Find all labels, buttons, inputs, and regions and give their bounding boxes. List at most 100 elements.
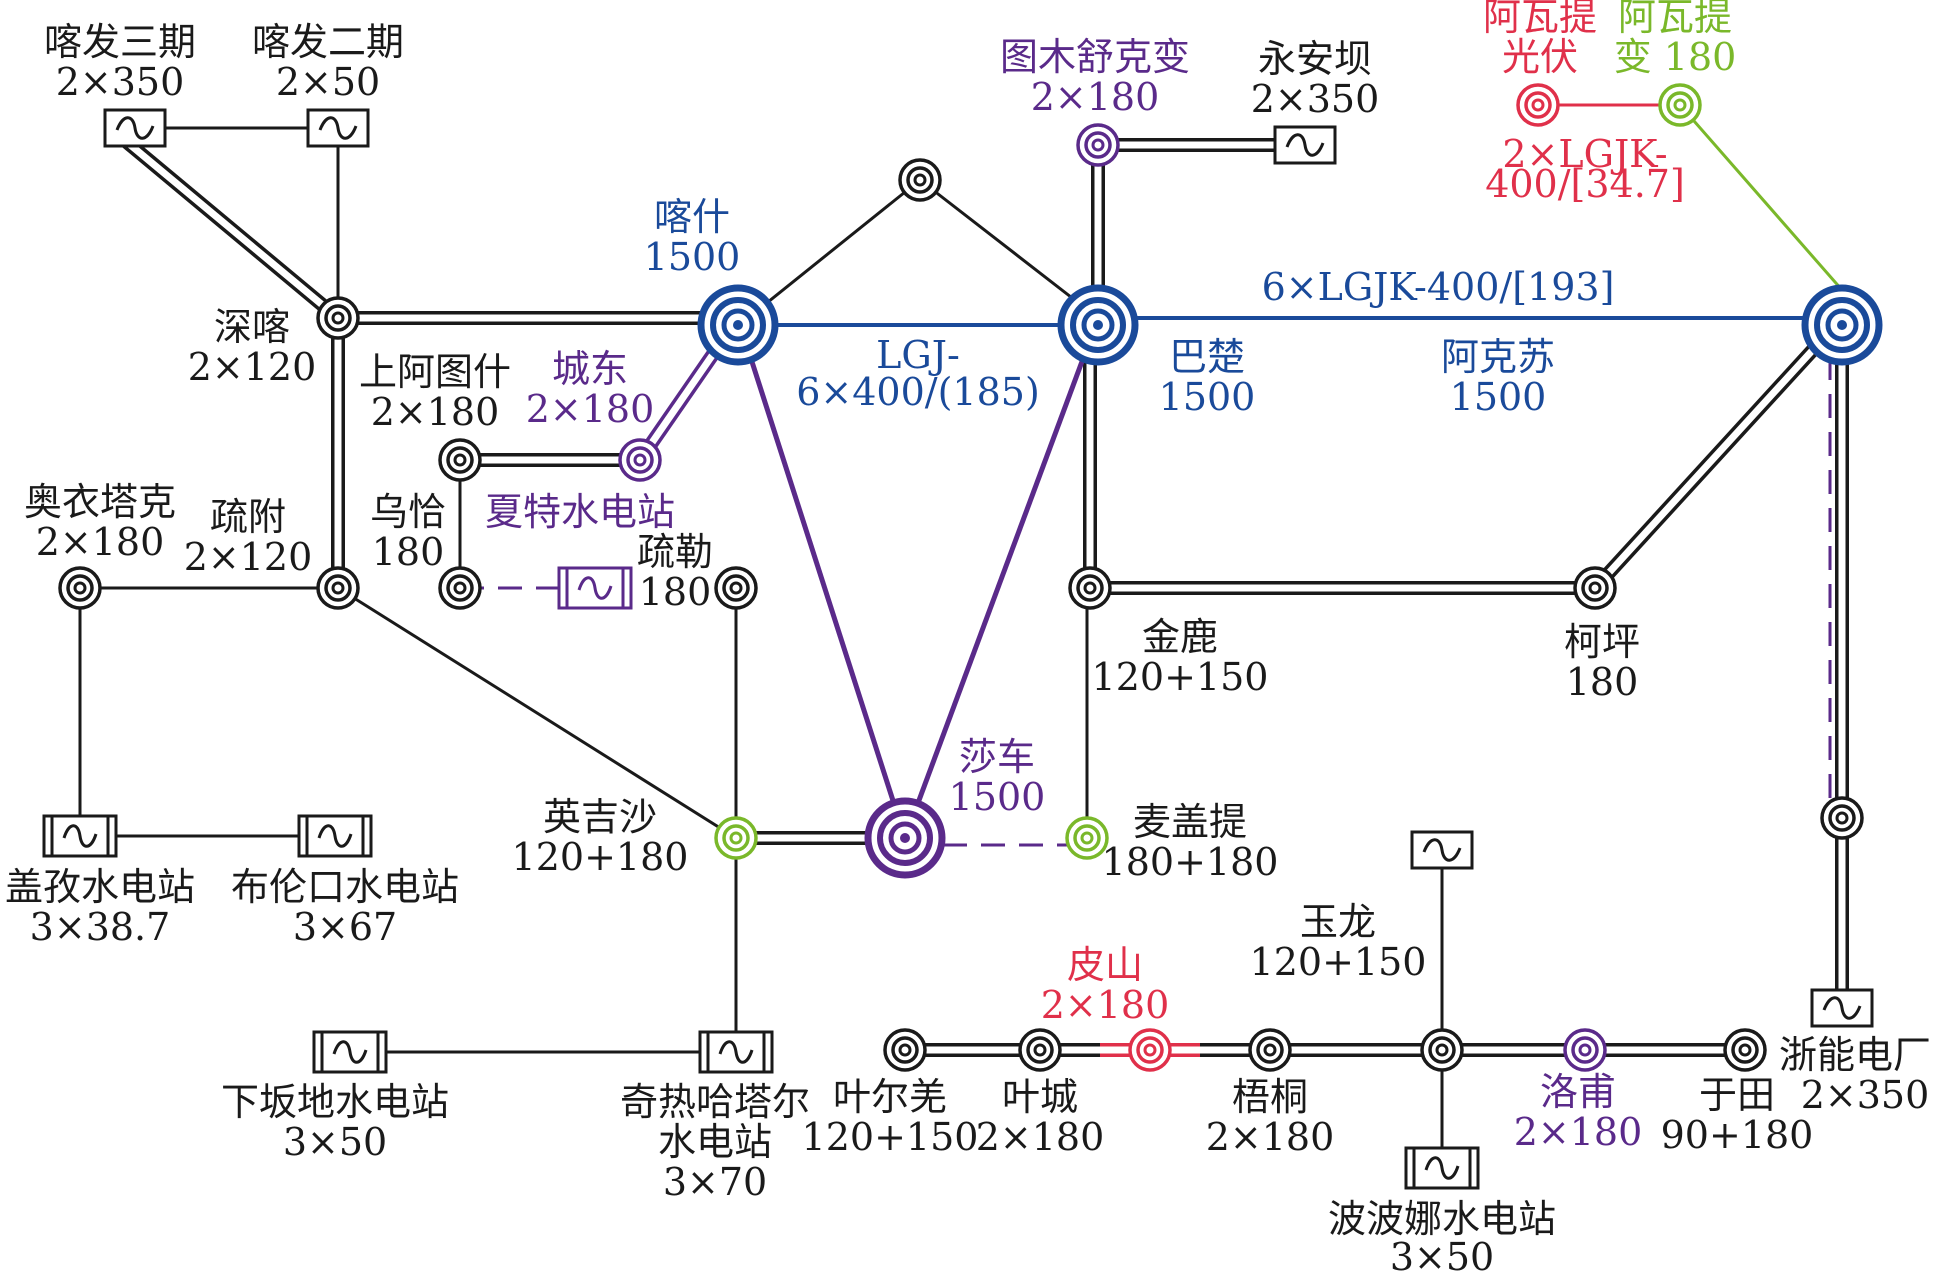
label-line-kashi-bachu-1: LGJ- (876, 333, 960, 377)
sub-keping-icon (1573, 566, 1617, 610)
line-top-bachu (919, 178, 1099, 320)
label-yingjisha-cap: 120+180 (512, 835, 689, 879)
label-bobona-cap: 3×50 (1390, 1235, 1494, 1273)
sub-tumushuke-icon (1076, 123, 1120, 167)
label-shufu-name: 疏附 (210, 495, 286, 539)
sub-chengdong-icon (618, 438, 662, 482)
gen-yulong-north-icon (1410, 830, 1474, 870)
label-bachu-cap: 1500 (1159, 375, 1256, 419)
label-yeerqiang-name: 叶尔羌 (833, 1075, 947, 1119)
label-kashi-name: 喀什 (654, 195, 730, 239)
label-wutong-name: 梧桐 (1232, 1075, 1308, 1119)
label-yonganba-name: 永安坝 (1258, 37, 1372, 81)
sub-akesu-south-icon (1820, 796, 1864, 840)
label-shenka-name: 深喀 (214, 305, 290, 349)
label-awati-line-1: 2×LGJK- (1502, 132, 1667, 176)
sub-shufu-icon (316, 566, 360, 610)
gen-kafa3-icon (103, 108, 167, 148)
label-jinlu-cap: 120+150 (1092, 655, 1269, 699)
label-chengdong-cap: 2×180 (526, 387, 655, 431)
label-awati-line-2: 400/[34.7] (1485, 162, 1685, 206)
line-awati-akesu (1678, 104, 1844, 291)
label-qire-name-1: 奇热哈塔尔 (620, 1080, 810, 1124)
label-shangatushi-cap: 2×180 (371, 390, 500, 434)
label-kashi-cap: 1500 (644, 235, 741, 279)
gen-bulunkou-icon (297, 814, 373, 858)
label-gaizi-name: 盖孜水电站 (5, 865, 195, 909)
label-shule-name: 疏勒 (637, 530, 713, 574)
label-gaizi-cap: 3×38.7 (30, 905, 171, 949)
label-zheneng-name: 浙能电厂 (1779, 1033, 1931, 1077)
gen-yonganba-icon (1273, 125, 1337, 165)
label-yutian-name: 于田 (1699, 1073, 1775, 1117)
gen-qire-icon (698, 1030, 774, 1074)
label-maigaiti-cap: 180+180 (1102, 840, 1279, 884)
sub-shenka-icon (316, 296, 360, 340)
trunk-lines (738, 103, 1844, 839)
label-yingjisha-name: 英吉沙 (543, 795, 657, 839)
line-kashi-top (747, 178, 921, 320)
label-chengdong-name: 城东 (552, 347, 628, 391)
label-bulunkou-cap: 3×67 (293, 905, 397, 949)
label-yonganba-cap: 2×350 (1251, 77, 1380, 121)
label-aoyitake-cap: 2×180 (36, 520, 165, 564)
label-keping-cap: 180 (1566, 660, 1639, 704)
label-pishan-name: 皮山 (1067, 943, 1143, 987)
sub-yutian-icon (1723, 1028, 1767, 1072)
sub-pishan-icon (1128, 1028, 1172, 1072)
sub-awati-pv-icon (1516, 83, 1560, 127)
sub-wuqia-icon (438, 566, 482, 610)
label-yulong-name: 玉龙 (1300, 900, 1376, 944)
sub-jinlu-icon (1068, 566, 1112, 610)
label-shufu-cap: 2×120 (184, 535, 313, 579)
sub-yingjisha-icon (714, 816, 758, 860)
label-qire-name-2: 水电站 (658, 1120, 772, 1164)
label-bulunkou-name: 布伦口水电站 (231, 865, 459, 909)
label-tumushuke-name: 图木舒克变 (1000, 35, 1190, 79)
hub-bachu-icon (1061, 288, 1135, 362)
hub-kashi-icon (701, 288, 775, 362)
label-jinlu-name: 金鹿 (1142, 615, 1218, 659)
labels: 喀发三期 2×350 喀发二期 2×50 深喀 2×120 上阿图什 2×180… (5, 0, 1931, 1273)
label-line-bachu-akesu: 6×LGJK-400/[193] (1262, 265, 1615, 309)
single-lines (78, 126, 1444, 1168)
gen-zheneng-icon (1810, 988, 1874, 1028)
label-keping-name: 柯坪 (1564, 620, 1640, 664)
label-kafa3-name: 喀发三期 (44, 20, 196, 64)
sub-aoyitake-icon (58, 566, 102, 610)
gen-kafa2-icon (306, 108, 370, 148)
label-shache-cap: 1500 (949, 775, 1046, 819)
label-yecheng-cap: 2×180 (976, 1115, 1105, 1159)
label-aoyitake-name: 奥衣塔克 (24, 480, 176, 524)
label-awati-pv-name-1: 阿瓦提 (1483, 0, 1597, 39)
sub-yeerqiang-icon (883, 1028, 927, 1072)
sub-wutong-icon (1248, 1028, 1292, 1072)
label-kafa2-name: 喀发二期 (252, 20, 404, 64)
label-awati-sub-name-1: 阿瓦提 (1618, 0, 1732, 39)
label-tumushuke-cap: 2×180 (1031, 75, 1160, 119)
label-yeerqiang-cap: 120+150 (802, 1115, 979, 1159)
label-xiabandi-name: 下坂地水电站 (221, 1080, 449, 1124)
label-maigaiti-name: 麦盖提 (1133, 800, 1247, 844)
sub-awati-sub-icon (1658, 83, 1702, 127)
label-yutian-cap: 90+180 (1661, 1113, 1814, 1157)
gen-bobona-icon (1404, 1146, 1480, 1190)
label-luopu-cap: 2×180 (1514, 1110, 1643, 1154)
gen-xiabandi-icon (312, 1030, 388, 1074)
line-kashi-shache (742, 339, 908, 839)
sub-yecheng-icon (1018, 1028, 1062, 1072)
label-wuqia-name: 乌恰 (370, 490, 446, 534)
label-kafa2-cap: 2×50 (276, 60, 380, 104)
label-awati-sub-name-2: 变 180 (1614, 35, 1737, 79)
label-wuqia-cap: 180 (372, 530, 445, 574)
label-qire-cap: 3×70 (663, 1160, 767, 1204)
label-yecheng-name: 叶城 (1002, 1075, 1078, 1119)
label-akesu-name: 阿克苏 (1441, 335, 1555, 379)
label-akesu-cap: 1500 (1450, 375, 1547, 419)
gen-xiate-icon (557, 566, 633, 610)
label-zheneng-cap: 2×350 (1801, 1073, 1930, 1117)
label-awati-pv-name-2: 光伏 (1502, 35, 1578, 79)
label-xiate-name: 夏特水电站 (485, 490, 675, 534)
label-shache-name: 莎车 (959, 735, 1035, 779)
